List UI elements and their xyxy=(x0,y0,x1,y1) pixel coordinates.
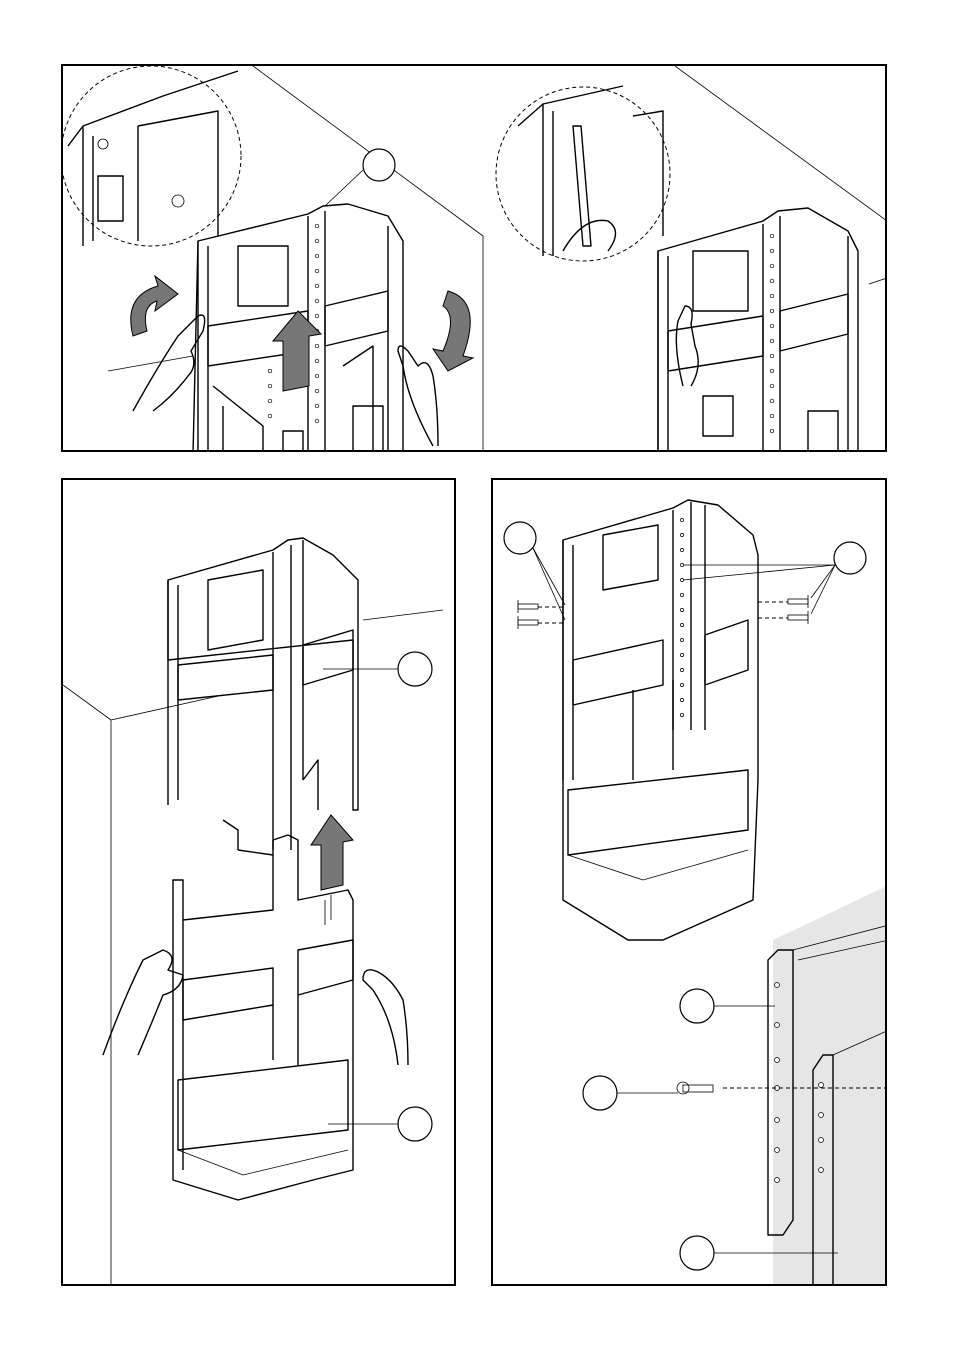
callout-marker xyxy=(680,989,714,1023)
step-1-illustration xyxy=(63,66,887,452)
panel-step-3 xyxy=(491,478,887,1286)
rotate-arrow-icon xyxy=(131,276,178,336)
callout-marker xyxy=(583,1076,617,1110)
hand-icon xyxy=(103,950,183,1055)
callout-marker xyxy=(398,652,432,686)
callout-marker xyxy=(834,542,866,574)
screw-icon xyxy=(788,611,808,624)
upper-frame-section xyxy=(168,538,358,855)
hand-icon xyxy=(398,346,438,446)
wall-joint-detail xyxy=(768,885,887,1286)
step-2-illustration xyxy=(63,480,456,1286)
detail-magnifier-left xyxy=(63,66,241,246)
callout-marker xyxy=(363,149,395,181)
screw-icon xyxy=(788,595,808,608)
rotate-arrow-icon xyxy=(433,291,473,371)
screw-icon xyxy=(518,616,538,629)
up-arrow-icon xyxy=(273,311,321,391)
lower-frame-section xyxy=(173,835,353,1200)
frame-tower-right xyxy=(658,208,858,452)
step-3-illustration xyxy=(493,480,887,1286)
mounting-holes-tower xyxy=(680,518,683,716)
callout-marker xyxy=(504,522,536,554)
hand-icon xyxy=(363,970,408,1065)
assembled-frame-tower xyxy=(563,500,758,940)
detail-magnifier-right xyxy=(496,86,670,261)
callout-marker xyxy=(680,1236,714,1270)
screw-icon xyxy=(518,600,538,613)
hand-icon xyxy=(676,306,698,386)
screw-icon xyxy=(677,1082,713,1094)
wall-edge-right xyxy=(675,66,887,221)
panel-step-1 xyxy=(61,64,887,452)
screw-icon xyxy=(172,195,184,207)
mounting-holes-right xyxy=(770,234,774,433)
panel-step-2 xyxy=(61,478,456,1286)
up-arrow-icon xyxy=(311,815,353,890)
callout-marker xyxy=(398,1107,432,1141)
floor-edge-left xyxy=(108,356,193,371)
